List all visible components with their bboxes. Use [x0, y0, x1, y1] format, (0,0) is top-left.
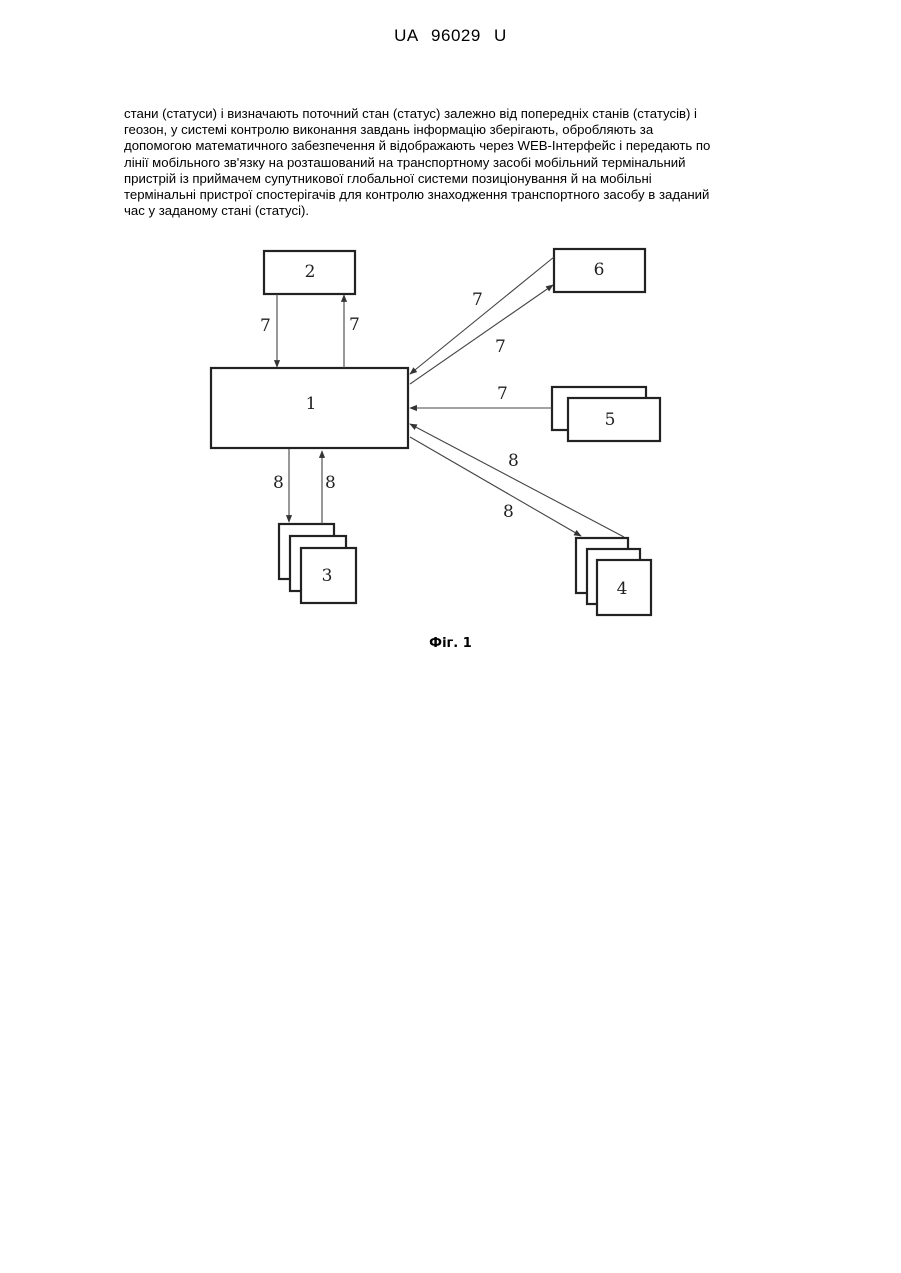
- block-3-label: 3: [322, 566, 333, 586]
- paragraph-line: стани (статуси) і визначають поточний ст…: [124, 106, 778, 122]
- link-4-lower-label: 8: [503, 502, 514, 522]
- link-3-up-label: 8: [325, 473, 336, 493]
- paragraph-line: термінальні пристрої спостерігачів для к…: [124, 187, 778, 203]
- block-6-label: 6: [594, 260, 605, 280]
- link-6-to-1: [410, 257, 554, 374]
- block-5-label: 5: [605, 410, 616, 430]
- block-diagram: 1 2 6 5 3 4 7 7 7 7 7 8 8 8 8: [0, 240, 901, 630]
- description-paragraph: стани (статуси) і визначають поточний ст…: [124, 106, 778, 219]
- paragraph-line: час у заданому стані (статусі).: [124, 203, 778, 219]
- block-1-label: 1: [306, 394, 317, 414]
- link-1-to-4: [410, 437, 581, 536]
- paragraph-line: лінії мобільного зв'язку на розташований…: [124, 155, 778, 171]
- link-5-label: 7: [497, 384, 508, 404]
- link-6-lower-label: 7: [495, 337, 506, 357]
- block-4-label: 4: [617, 579, 628, 599]
- paragraph-line: пристрій із приймачем супутникової глоба…: [124, 171, 778, 187]
- link-6-upper-label: 7: [472, 290, 483, 310]
- link-3-down-label: 8: [273, 473, 284, 493]
- link-2-up-label: 7: [349, 315, 360, 335]
- paragraph-line: геозон, у системі контролю виконання зав…: [124, 122, 778, 138]
- patent-number-header: UA 96029 U: [0, 26, 901, 46]
- figure-caption: Фіг. 1: [0, 636, 901, 651]
- link-4-upper-label: 8: [508, 451, 519, 471]
- paragraph-line: допомогою математичного забезпечення й в…: [124, 138, 778, 154]
- link-2-down-label: 7: [260, 316, 271, 336]
- block-2-label: 2: [305, 262, 316, 282]
